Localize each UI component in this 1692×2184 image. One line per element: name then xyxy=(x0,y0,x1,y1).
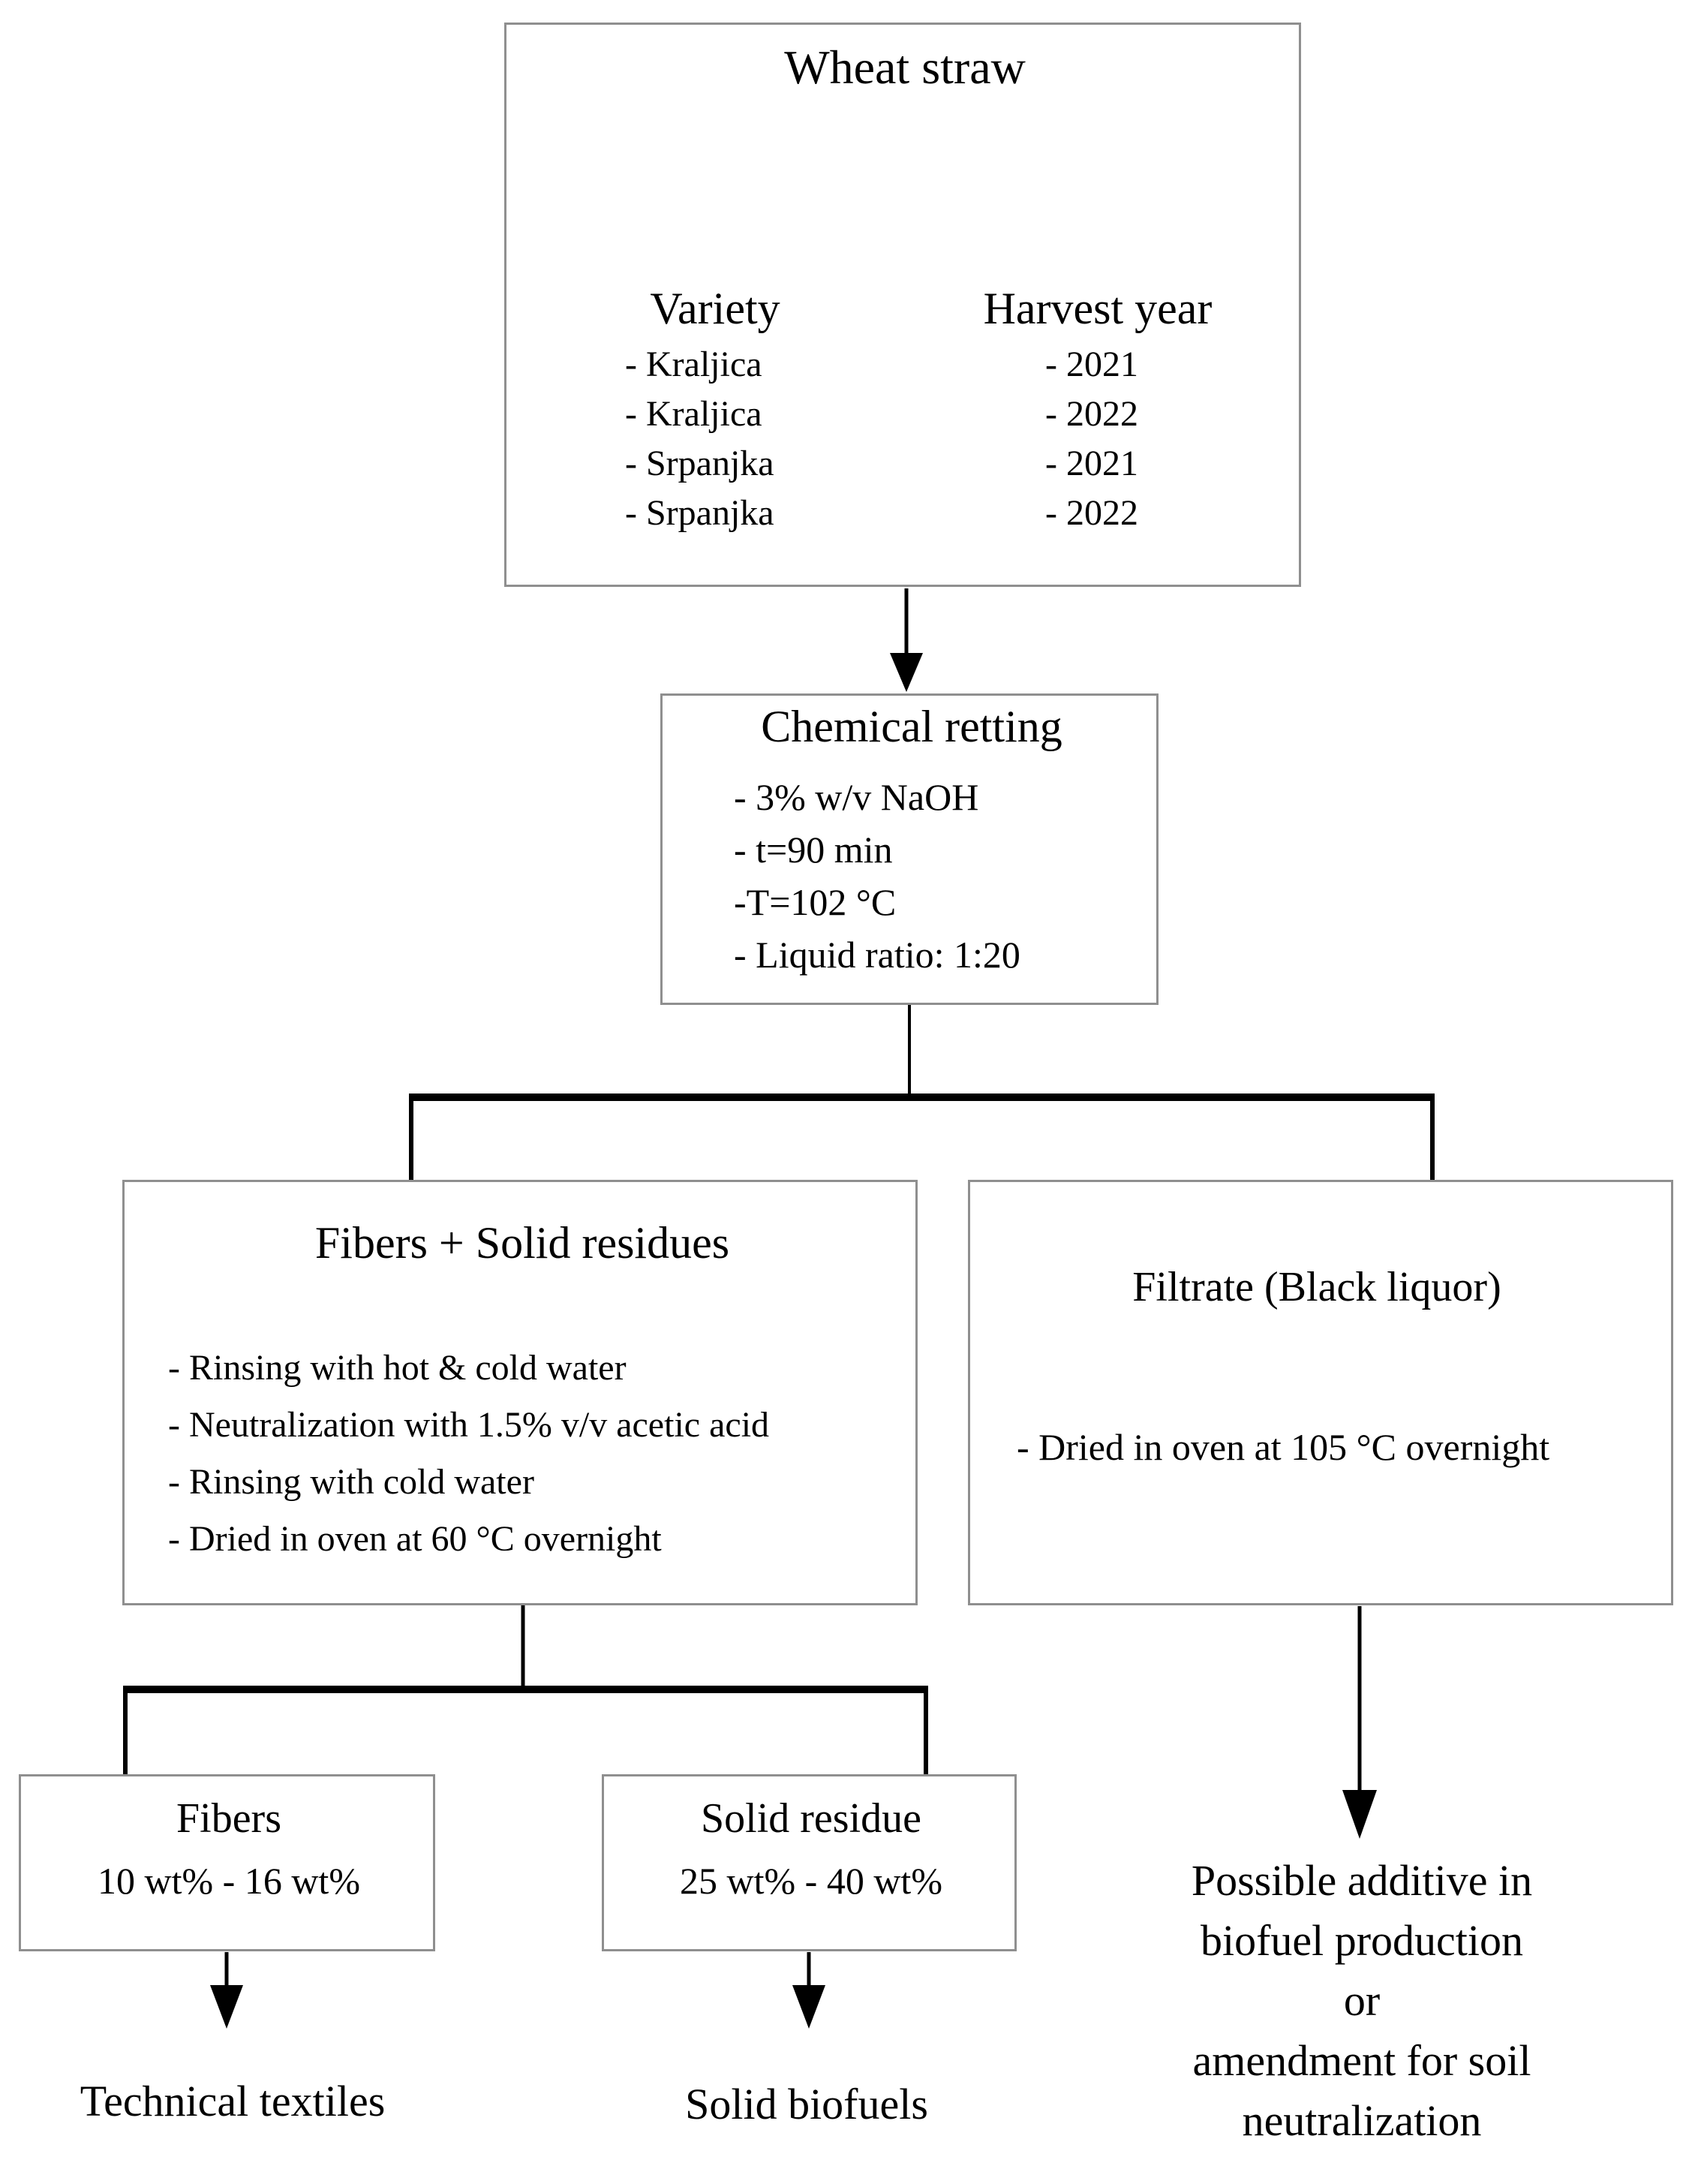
solid-residue-box: Solid residue 25 wt% - 40 wt% xyxy=(602,1774,1017,1951)
fibers-solid-residues-title: Fibers + Solid residues xyxy=(314,1218,730,1268)
chemical-retting-list: - 3% w/v NaOH - t=90 min -T=102 °C - Liq… xyxy=(734,771,1020,981)
chemical-retting-title: Chemical retting xyxy=(761,702,1062,751)
filtrate-list: - Dried in oven at 105 °C overnight xyxy=(1017,1421,1549,1473)
solid-biofuels-label: Solid biofuels xyxy=(685,2080,928,2128)
chemical-retting-box: Chemical retting - 3% w/v NaOH - t=90 mi… xyxy=(660,693,1159,1005)
black-liquor-use-line: Possible additive in xyxy=(1191,1856,1533,1905)
black-liquor-use-line: or xyxy=(1343,1976,1381,2025)
fibers-solid-residues-list: - Rinsing with hot & cold water - Neutra… xyxy=(168,1340,769,1568)
arrowhead-biofuels-icon xyxy=(792,1985,825,2029)
retting-condition: -T=102 °C xyxy=(734,881,897,923)
wheat-straw-title: Wheat straw xyxy=(784,41,1026,94)
arrowhead-filtrate-use-icon xyxy=(1342,1790,1377,1839)
harvest-year-list: - 2021 - 2022 - 2021 - 2022 xyxy=(1045,340,1138,538)
variety-item: - Srpanjka xyxy=(625,493,774,533)
arrowhead-retting-icon xyxy=(890,653,923,692)
variety-header: Variety xyxy=(650,284,780,333)
harvest-year-item: - 2021 xyxy=(1045,344,1138,384)
treatment-step: - Neutralization with 1.5% v/v acetic ac… xyxy=(168,1405,770,1445)
harvest-year-item: - 2021 xyxy=(1045,444,1138,483)
treatment-step: - Dried in oven at 60 °C overnight xyxy=(168,1519,662,1559)
filtrate-title: Filtrate (Black liquor) xyxy=(1132,1264,1501,1310)
fibers-box: Fibers 10 wt% - 16 wt% xyxy=(19,1774,435,1951)
fibers-solid-residues-box: Fibers + Solid residues - Rinsing with h… xyxy=(122,1180,918,1605)
variety-item: - Srpanjka xyxy=(625,444,774,483)
technical-textiles-label: Technical textiles xyxy=(80,2077,386,2125)
retting-condition: - 3% w/v NaOH xyxy=(734,776,979,818)
harvest-year-header: Harvest year xyxy=(983,284,1213,333)
variety-item: - Kraljica xyxy=(625,394,762,434)
filtrate-step: - Dried in oven at 105 °C overnight xyxy=(1017,1426,1550,1468)
solid-residue-yield: 25 wt% - 40 wt% xyxy=(680,1860,942,1902)
variety-item: - Kraljica xyxy=(625,344,762,384)
retting-condition: - t=90 min xyxy=(734,829,893,871)
black-liquor-use-line: biofuel production xyxy=(1200,1916,1524,1965)
harvest-year-item: - 2022 xyxy=(1045,493,1138,533)
treatment-step: - Rinsing with cold water xyxy=(168,1462,534,1502)
black-liquor-use-line: amendment for soil xyxy=(1192,2036,1531,2085)
solid-residue-title: Solid residue xyxy=(701,1795,921,1842)
black-liquor-use-line: neutralization xyxy=(1242,2096,1482,2145)
fibers-title: Fibers xyxy=(176,1795,281,1842)
black-liquor-use-label: Possible additive in biofuel production … xyxy=(1043,1851,1681,2151)
variety-list: - Kraljica - Kraljica - Srpanjka - Srpan… xyxy=(625,340,774,538)
harvest-year-item: - 2022 xyxy=(1045,394,1138,434)
retting-condition: - Liquid ratio: 1:20 xyxy=(734,934,1020,976)
fibers-yield: 10 wt% - 16 wt% xyxy=(98,1860,360,1902)
wheat-straw-box: Wheat straw Variety Harvest year - Kralj… xyxy=(504,23,1301,587)
treatment-step: - Rinsing with hot & cold water xyxy=(168,1348,627,1388)
arrowhead-textiles-icon xyxy=(210,1985,243,2029)
filtrate-box: Filtrate (Black liquor) - Dried in oven … xyxy=(968,1180,1673,1605)
